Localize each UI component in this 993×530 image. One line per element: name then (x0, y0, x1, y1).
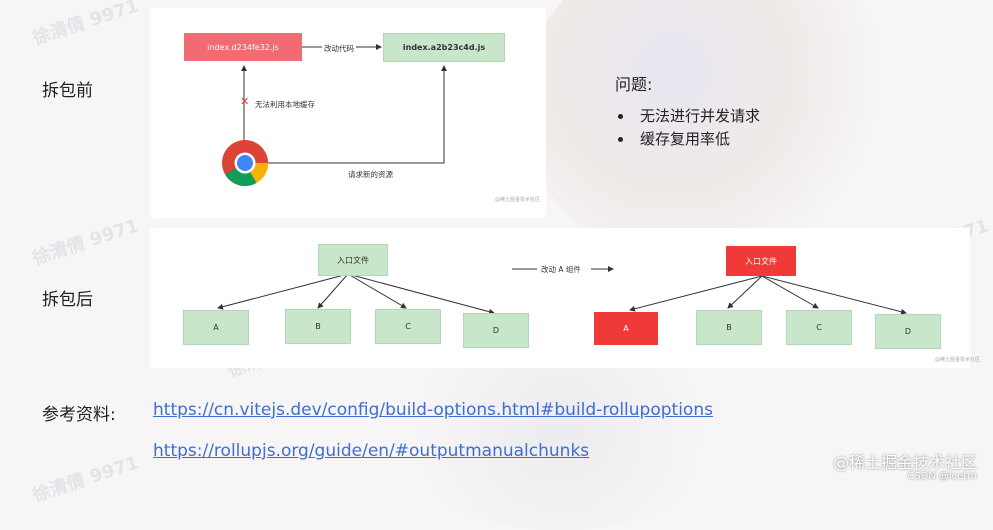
node-c-left: C (375, 309, 441, 344)
node-c-right: C (786, 310, 852, 345)
watermark: 徐清倩 9971 (29, 215, 142, 270)
brand-watermark: @稀土掘金技术社区 (832, 453, 977, 472)
node-a-right-changed: A (594, 312, 658, 345)
issues-title: 问题: (615, 75, 653, 94)
references-label: 参考资料: (42, 405, 116, 425)
node-d-left: D (463, 313, 529, 348)
after-connectors (217, 266, 907, 315)
red-x-icon: ✕ (240, 95, 250, 108)
old-file-box: index.d234fe32.js (184, 33, 302, 61)
entry-file-box-left: 入口文件 (318, 244, 388, 276)
after-label: 拆包后 (42, 290, 93, 310)
csdn-watermark: CSDN @icetm (907, 471, 977, 482)
before-diagram: index.d234fe32.js index.a2b23c4d.js 改动代码… (150, 8, 546, 218)
new-file-box: index.a2b23c4d.js (383, 33, 505, 62)
before-label: 拆包前 (42, 81, 93, 101)
request-new-label: 请求新的资源 (348, 170, 393, 179)
before-diagram-watermark: @稀土掘金技术社区 (495, 197, 541, 203)
node-b-left: B (285, 309, 351, 344)
watermark: 徐清倩 9971 (29, 452, 142, 507)
after-diagram: 入口文件 改动 A 组件 入口文件 A B C D A B C D @稀土掘金技… (150, 228, 980, 368)
watermark: 徐清倩 9971 (29, 0, 142, 50)
issue-item: 缓存复用率低 (634, 128, 760, 151)
node-a-left: A (183, 310, 249, 345)
entry-file-box-right: 入口文件 (726, 246, 796, 276)
change-a-label: 改动 A 组件 (541, 265, 581, 274)
after-diagram-watermark: @稀土掘金技术社区 (935, 357, 981, 363)
node-b-right: B (696, 310, 762, 345)
node-d-right: D (875, 314, 941, 349)
issue-item: 无法进行并发请求 (634, 105, 760, 128)
vite-docs-link[interactable]: https://cn.vitejs.dev/config/build-optio… (153, 400, 713, 420)
rollup-docs-link[interactable]: https://rollupjs.org/guide/en/#outputman… (153, 441, 590, 461)
issues-list: 无法进行并发请求 缓存复用率低 (612, 105, 760, 151)
no-cache-label: 无法利用本地缓存 (255, 100, 315, 109)
change-code-label: 改动代码 (322, 43, 356, 54)
chrome-icon (221, 139, 269, 187)
